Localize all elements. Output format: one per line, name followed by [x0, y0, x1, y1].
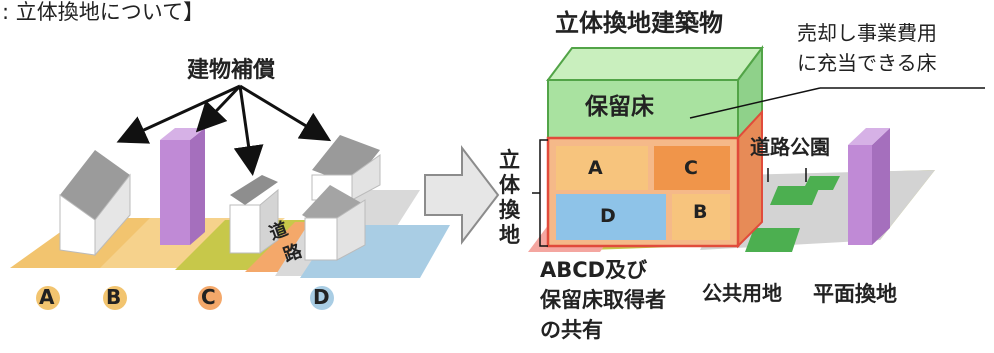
compensation-label: 建物補償 — [187, 58, 276, 83]
owners-line-2: 保留床取得者 — [540, 288, 666, 312]
road-park-label: 道路公園 — [750, 135, 830, 159]
lot-label-c: C — [201, 285, 216, 309]
vertical-label-4: 地 — [499, 223, 520, 247]
lot-label-a: A — [39, 285, 55, 309]
block-label-a: A — [588, 157, 603, 179]
owners-line-1: ABCD及び — [540, 258, 648, 282]
block-d — [556, 194, 666, 240]
block-a — [556, 146, 648, 190]
lot-label-d: D — [313, 285, 330, 309]
block-c — [654, 146, 730, 190]
flat-replot-label: 平面換地 — [813, 282, 897, 306]
owners-line-3: の共有 — [540, 318, 603, 342]
block-label-d: D — [600, 205, 616, 227]
public-land-label: 公共用地 — [702, 281, 782, 305]
building-title: 立体換地建築物 — [555, 9, 723, 37]
right-purple-building — [848, 128, 890, 245]
purple-building — [160, 128, 205, 245]
note-line-1: 売却し事業費用 — [797, 21, 937, 45]
vertical-label-1: 立 — [499, 148, 520, 172]
stacked-building — [546, 45, 764, 249]
transition-arrow — [424, 145, 500, 245]
vertical-label-3: 換 — [499, 198, 520, 222]
reserved-floor-label: 保留床 — [585, 94, 654, 120]
block-label-b: B — [693, 201, 708, 223]
vertical-label-2: 体 — [499, 173, 520, 197]
lot-circles — [36, 286, 334, 310]
bracket-and-leaders — [532, 87, 985, 247]
lot-label-b: B — [106, 285, 122, 309]
note-line-2: に充当できる床 — [797, 51, 937, 75]
block-label-c: C — [684, 157, 698, 179]
house-d — [302, 135, 381, 261]
green-parks — [745, 176, 840, 252]
house-a — [59, 150, 131, 257]
compensation-arrows — [116, 84, 332, 176]
house-c — [229, 175, 279, 254]
block-b — [672, 194, 730, 240]
header-text: : 立体換地について】 — [2, 0, 205, 24]
